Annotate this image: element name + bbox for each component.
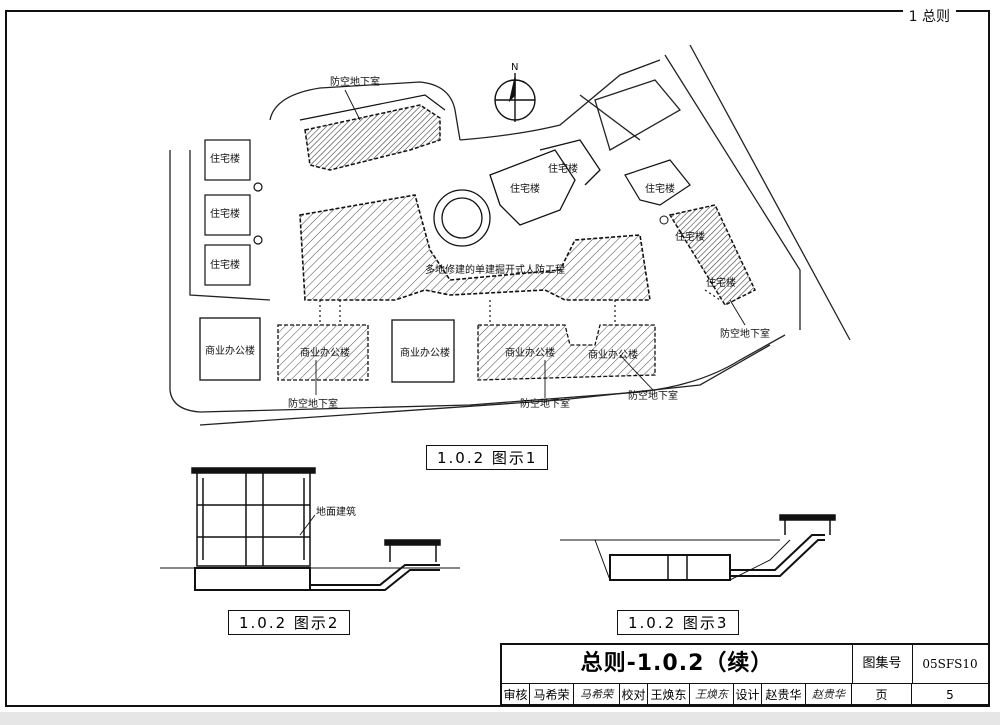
drawing-frame: 1 总则 bbox=[5, 6, 990, 707]
north-arrow bbox=[494, 73, 536, 122]
right-residential bbox=[624, 159, 756, 306]
check-label: 校对 bbox=[620, 684, 648, 706]
label-residential-mid-1: 住宅楼 bbox=[548, 162, 578, 175]
atlas-label: 图集号 bbox=[852, 645, 913, 683]
page-number: 5 bbox=[946, 688, 954, 702]
figure-3-section bbox=[560, 514, 836, 581]
connection-lines bbox=[319, 289, 721, 325]
label-office-2: 商业办公楼 bbox=[300, 346, 350, 359]
label-shelter-right: 防空地下室 bbox=[720, 327, 770, 340]
leader-lines bbox=[315, 89, 746, 398]
checker-name: 王焕东 bbox=[648, 684, 690, 706]
label-office-4: 商业办公楼 bbox=[505, 346, 555, 359]
label-residential-right-3: 住宅楼 bbox=[706, 276, 736, 289]
road-network bbox=[169, 44, 851, 426]
central-plaza bbox=[433, 139, 601, 247]
label-residential-right-1: 住宅楼 bbox=[645, 182, 675, 195]
left-residential bbox=[204, 139, 263, 286]
reviewer-signature: 马希荣 bbox=[574, 684, 620, 706]
bottom-strip bbox=[0, 712, 1000, 725]
label-center-project: 多地修建的单建掘开式人防工程 bbox=[425, 263, 565, 276]
designer-name: 赵贵华 bbox=[762, 684, 806, 706]
section-header: 1 总则 bbox=[902, 6, 956, 26]
label-shelter-bottom-3: 防空地下室 bbox=[628, 389, 678, 402]
figure-3-caption: 1.0.2 图示3 bbox=[617, 610, 740, 635]
top-residential-block bbox=[299, 94, 446, 171]
label-shelter-bottom-1: 防空地下室 bbox=[288, 397, 338, 410]
label-residential-mid-2: 住宅楼 bbox=[510, 182, 540, 195]
figure-2-label: 地面建筑 bbox=[316, 505, 356, 518]
label-residential-2: 住宅楼 bbox=[210, 207, 240, 220]
title-block-row-2: 审核 马希荣 马希荣 校对 王焕东 王焕东 设计 赵贵华 赵贵华 页 5 bbox=[502, 684, 988, 706]
label-office-5: 商业办公楼 bbox=[588, 348, 638, 361]
figure-2-caption: 1.0.2 图示2 bbox=[228, 610, 351, 635]
title-block-row-1: 总则-1.0.2（续） 图集号 05SFS10 bbox=[502, 645, 988, 684]
label-office-3: 商业办公楼 bbox=[400, 346, 450, 359]
checker-signature: 王焕东 bbox=[690, 684, 734, 706]
office-buildings bbox=[199, 317, 656, 383]
atlas-number: 05SFS10 bbox=[922, 657, 978, 671]
label-residential-right-2: 住宅楼 bbox=[675, 230, 705, 243]
reviewer-name: 马希荣 bbox=[530, 684, 574, 706]
design-label: 设计 bbox=[734, 684, 762, 706]
title-block: 总则-1.0.2（续） 图集号 05SFS10 审核 马希荣 马希荣 校对 王焕… bbox=[500, 643, 990, 706]
review-label: 审核 bbox=[502, 684, 530, 706]
page-label: 页 bbox=[852, 684, 912, 706]
label-residential-3: 住宅楼 bbox=[210, 258, 240, 271]
drawing-title: 总则-1.0.2（续） bbox=[502, 645, 853, 683]
figure-2-section: 地面建筑 bbox=[160, 467, 460, 591]
figure-1-caption: 1.0.2 图示1 bbox=[426, 445, 549, 470]
plan-labels: N 防空地下室 住宅楼 住宅楼 住宅楼 住宅楼 住宅楼 住宅楼 住宅楼 住宅楼 … bbox=[205, 62, 770, 410]
underground-project bbox=[299, 194, 651, 301]
label-shelter-top: 防空地下室 bbox=[330, 75, 380, 88]
label-office-1: 商业办公楼 bbox=[205, 344, 255, 357]
label-residential-1: 住宅楼 bbox=[210, 152, 240, 165]
designer-signature: 赵贵华 bbox=[806, 684, 852, 706]
label-shelter-bottom-2: 防空地下室 bbox=[520, 397, 570, 410]
label-north: N bbox=[511, 62, 518, 73]
